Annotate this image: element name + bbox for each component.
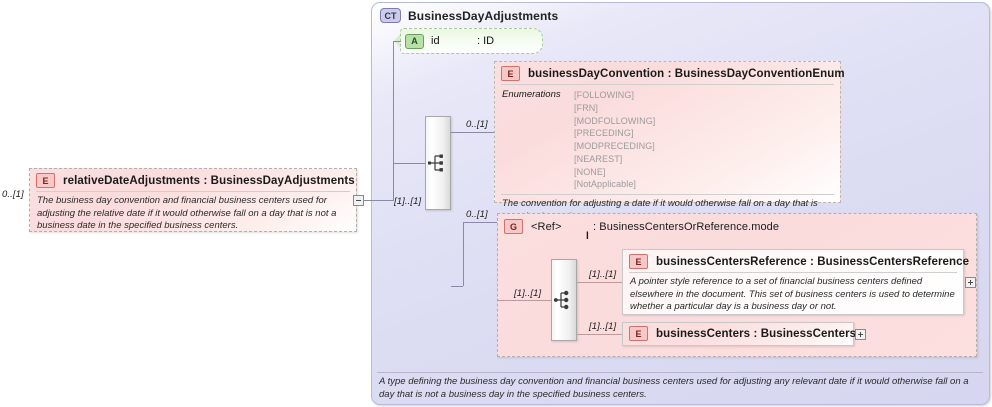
divider [501, 84, 834, 85]
complex-type-documentation-block: A type defining the business day convent… [377, 372, 983, 401]
element-header: E businessCenters : BusinessCenters [623, 323, 857, 344]
enumeration-item: [FRN] [574, 102, 598, 113]
connector-line [577, 334, 622, 335]
element-header: E businessDayConvention : BusinessDayCon… [495, 62, 845, 84]
cardinality-business-centers: [1]..[1] [589, 321, 617, 332]
attribute-tag-icon: A [405, 33, 424, 49]
connector-line [364, 200, 393, 201]
divider [36, 191, 350, 192]
enumeration-item: [MODFOLLOWING] [574, 115, 656, 126]
divider [501, 194, 834, 196]
sequence-compositor[interactable] [425, 116, 451, 210]
enumeration-item: [FOLLOWING] [574, 90, 635, 100]
element-tag-icon: E [629, 254, 648, 269]
choice-icon [553, 290, 569, 310]
element-tag-icon: E [501, 66, 520, 81]
element-title: businessCentersReference : BusinessCente… [656, 255, 970, 268]
element-header: E relativeDateAdjustments : BusinessDayA… [30, 169, 356, 191]
connector-line [393, 41, 401, 42]
group-ref-label: <Ref> [531, 220, 562, 233]
group-tag-icon: G [504, 219, 523, 234]
divider [377, 372, 983, 373]
element-title: businessCenters : BusinessCenters [656, 327, 857, 340]
connector-line [393, 41, 394, 201]
cardinality-group: 0..[1] [466, 209, 488, 220]
connector-line [393, 163, 425, 164]
complex-type-documentation: A type defining the business day convent… [379, 376, 969, 400]
group-title-suffix: l [586, 231, 589, 242]
connector-line [497, 300, 551, 301]
attribute-id[interactable]: A id : ID [400, 28, 543, 54]
connector-line [451, 132, 494, 133]
enumeration-item: [PRECEDING] [574, 128, 634, 139]
cardinality-relative-date-adjustments: 0..[1] [2, 189, 24, 200]
complex-type-header: CT BusinessDayAdjustments [380, 8, 558, 23]
element-documentation: A pointer style reference to a set of fi… [630, 276, 955, 313]
element-title: businessDayConvention : BusinessDayConve… [528, 67, 845, 80]
complex-type-title: BusinessDayAdjustments [408, 8, 559, 23]
element-header: E businessCentersReference : BusinessCen… [623, 250, 969, 272]
attribute-name: id [431, 35, 440, 47]
element-business-centers[interactable]: E businessCenters : BusinessCenters [622, 322, 857, 346]
expand-toggle-business-centers-reference[interactable] [965, 277, 976, 288]
cardinality-sequence-in: [1]..[1] [394, 196, 422, 207]
choice-compositor[interactable] [551, 259, 577, 341]
cardinality-business-centers-reference: [1]..[1] [589, 269, 617, 280]
group-title: : BusinessCentersOrReference.mode [593, 220, 780, 233]
connector-line [577, 282, 622, 283]
enumerations-label: Enumerations [502, 89, 561, 100]
enumeration-item: [NONE] [574, 166, 606, 177]
enumeration-item: [NotApplicable] [574, 179, 637, 190]
group-header: G <Ref> : BusinessCentersOrReference.mod… [498, 214, 976, 237]
enumeration-item: [MODPRECEDING] [574, 141, 655, 152]
sequence-icon [428, 154, 443, 172]
element-tag-icon: E [36, 173, 55, 188]
complex-type-tag-icon: CT [380, 8, 401, 23]
element-title: relativeDateAdjustments : BusinessDayAdj… [63, 174, 355, 187]
element-business-centers-reference[interactable]: E businessCentersReference : BusinessCen… [622, 249, 969, 315]
enumerations-list: [FOLLOWING] [FRN] [MODFOLLOWING] [PRECED… [574, 89, 655, 191]
element-relative-date-adjustments[interactable]: E relativeDateAdjustments : BusinessDayA… [29, 168, 357, 232]
connector-line [463, 222, 464, 286]
cardinality-business-day-convention: 0..[1] [466, 119, 488, 130]
attribute-type: : ID [477, 35, 495, 47]
divider [629, 272, 957, 273]
element-documentation: The business day convention and financia… [37, 195, 337, 232]
connector-line [463, 222, 497, 223]
expand-toggle-business-centers[interactable] [855, 329, 866, 340]
collapse-toggle-relative-date-adjustments[interactable] [353, 195, 364, 206]
connector-line [451, 286, 463, 287]
element-business-day-convention[interactable]: E businessDayConvention : BusinessDayCon… [494, 61, 845, 222]
enumeration-item: [NEAREST] [574, 153, 623, 164]
enumerations-block: Enumerations [FOLLOWING] [FRN] [MODFOLLO… [495, 85, 840, 194]
element-tag-icon: E [629, 326, 648, 341]
cardinality-choice-in: [1]..[1] [514, 288, 542, 299]
